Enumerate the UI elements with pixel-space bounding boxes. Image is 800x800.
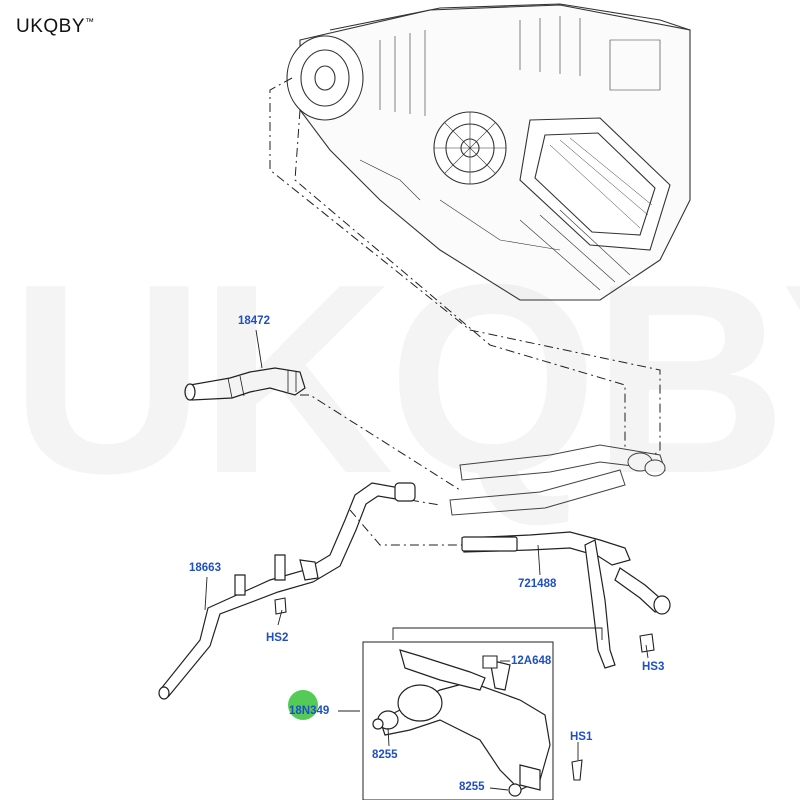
part-label-8255-bottom: 8255 (459, 781, 485, 793)
part-label-721488: 721488 (518, 578, 557, 590)
pipe-721488 (461, 531, 671, 669)
part-label-18663: 18663 (189, 562, 221, 574)
brand-name: UKQBY (16, 16, 86, 37)
bolt-hs2-icon (274, 597, 287, 615)
part-label-18472: 18472 (238, 315, 270, 327)
blower-fan (433, 111, 507, 185)
pipe-18663 (158, 482, 416, 700)
housing-ribs (359, 16, 661, 291)
leader-lines-solid (204, 329, 649, 791)
brand-logo: UKQBY™ (16, 16, 95, 38)
part-label-18n349: 18N349 (289, 705, 330, 717)
bracket-18n349 (362, 641, 554, 800)
leader-lines-dashed (269, 77, 661, 640)
bolt-hs3-icon (639, 633, 655, 653)
part-label-8255-left: 8255 (372, 749, 398, 761)
bolt-hs1-icon (571, 759, 583, 781)
part-label-hs2: HS2 (266, 632, 289, 644)
filter-frame (519, 117, 671, 251)
green-marker-dot (288, 690, 318, 720)
bolt-12a648-icon (482, 655, 498, 669)
fasteners (274, 597, 655, 781)
blower-outlet-left (286, 35, 364, 121)
hose-18472 (184, 367, 306, 401)
part-label-hs1: HS1 (570, 731, 593, 743)
heater-core-pipes (449, 444, 666, 516)
hvac-housing (286, 3, 691, 301)
part-label-hs3: HS3 (642, 661, 665, 673)
part-label-12a648: 12A648 (511, 655, 552, 667)
brand-trademark: ™ (85, 16, 95, 27)
